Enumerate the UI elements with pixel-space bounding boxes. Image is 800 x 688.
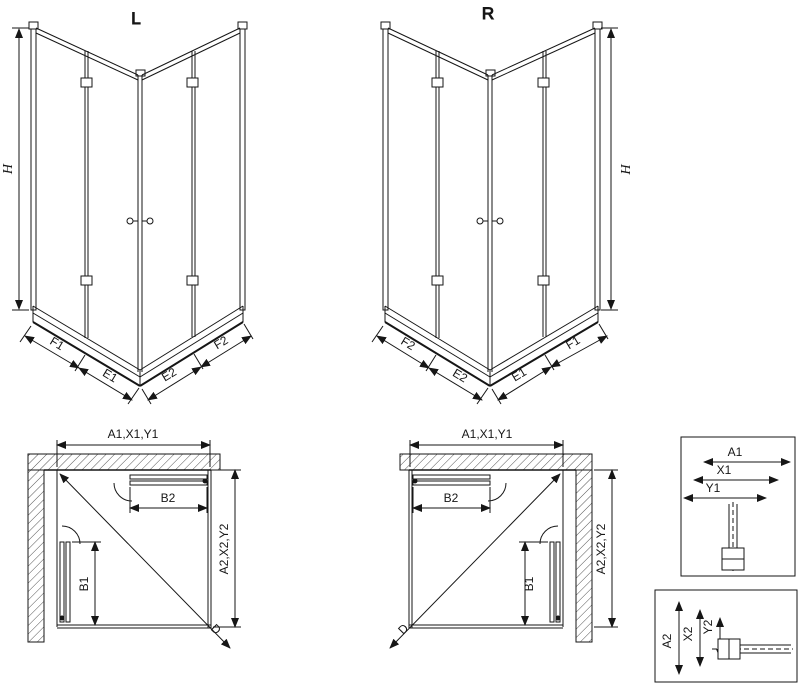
- width-dimensions-right-view: F2 E2 E1 F1: [371, 323, 609, 405]
- dim-label-h: H: [617, 163, 632, 175]
- dim-label-f1: F1: [47, 334, 66, 353]
- wall-side: [575, 469, 593, 643]
- door-pivot: [555, 615, 561, 621]
- front-view-left: L: [28, 9, 248, 387]
- hinge-blocks: [431, 77, 550, 286]
- door-handles: [126, 217, 154, 225]
- dim-a1x1y1: A1,X1,Y1: [56, 427, 211, 467]
- dim-label-a2x2y2: A2,X2,Y2: [594, 523, 608, 574]
- door-swing-arc: [61, 525, 81, 545]
- bifold-door-top: [412, 474, 507, 502]
- dim-a2x2y2: A2,X2,Y2: [213, 469, 241, 628]
- bifold-door-side: [59, 525, 81, 623]
- variant-label-left: L: [131, 9, 140, 28]
- detail-box-top: A1 X1 Y1: [680, 436, 796, 577]
- dim-a1x1y1: A1,X1,Y1: [409, 427, 564, 467]
- dim-label-b1: B1: [522, 576, 536, 591]
- profile-section-vertical: [721, 502, 745, 572]
- dim-label-e1: E1: [100, 366, 120, 386]
- h-dimension-left: H: [1, 27, 29, 311]
- dim-label-a1x1y1: A1,X1,Y1: [108, 427, 159, 441]
- detail-label-x2: X2: [681, 626, 695, 641]
- dim-label-f2: F2: [211, 333, 230, 352]
- corner-cap: [135, 69, 146, 77]
- door-pivot: [59, 615, 65, 621]
- profile-cap: [237, 21, 248, 30]
- dim-label-h: H: [1, 163, 16, 175]
- detail-box-bottom: A2 X2 Y2: [654, 589, 798, 683]
- dim-label-b2: B2: [161, 491, 176, 505]
- wall-profile-right: [594, 27, 601, 311]
- door-swing-arc: [539, 525, 559, 545]
- door-handles: [476, 217, 504, 225]
- wall-profile-left: [30, 27, 37, 311]
- front-view-right: R: [380, 4, 603, 387]
- detail-label-a2: A2: [660, 633, 674, 648]
- dim-label-a2x2y2: A2,X2,Y2: [217, 523, 231, 574]
- dim-b1: B1: [519, 541, 548, 626]
- dim-label-f1: F1: [563, 333, 582, 352]
- dim-label-b2: B2: [444, 491, 459, 505]
- profile-cap: [592, 21, 603, 30]
- dim-label-a1x1y1: A1,X1,Y1: [462, 427, 513, 441]
- h-dimension-right: H: [601, 27, 632, 311]
- wall-profile-right: [239, 27, 246, 311]
- detail-label-a1: A1: [728, 445, 743, 459]
- dim-label-f2: F2: [398, 334, 417, 353]
- plan-view-right: B2 B1 A1,X1,Y1 A2,X2,Y2 D: [389, 427, 618, 649]
- bifold-door-side: [539, 525, 561, 623]
- wall-profile-left: [382, 27, 389, 311]
- profile-cap: [380, 21, 391, 30]
- variant-label-right: R: [482, 4, 494, 23]
- dim-b2: B2: [129, 487, 208, 513]
- hinge-blocks: [80, 77, 199, 286]
- door-swing-arc: [113, 482, 133, 502]
- dim-label-b1: B1: [77, 576, 91, 591]
- dim-label-d: D: [208, 621, 224, 637]
- dim-b2: B2: [412, 487, 491, 513]
- dim-label-e1: E1: [509, 365, 529, 385]
- detail-label-y2: Y2: [701, 619, 715, 634]
- dim-a2x2y2: A2,X2,Y2: [594, 469, 618, 628]
- dim-b1: B1: [72, 541, 101, 626]
- door-swing-arc: [487, 482, 507, 502]
- door-pivot: [412, 478, 418, 484]
- door-pivot: [202, 478, 208, 484]
- dim-label-e2: E2: [159, 365, 179, 385]
- detail-label-x1: X1: [717, 463, 732, 477]
- dim-diagonal: D: [59, 473, 231, 649]
- wall-side: [27, 469, 45, 643]
- dim-label-e2: E2: [450, 366, 470, 386]
- profile-cap: [28, 21, 39, 30]
- dim-diagonal: D: [389, 473, 561, 649]
- plan-view-left: B2 B1 A1,X1,Y1 A2,X2,Y2: [27, 427, 241, 649]
- profile-section-horizontal: [712, 638, 793, 660]
- corner-cap: [485, 69, 496, 77]
- detail-label-y1: Y1: [706, 481, 721, 495]
- width-dimensions-left-view: F1 E1 E2 F2: [19, 323, 254, 405]
